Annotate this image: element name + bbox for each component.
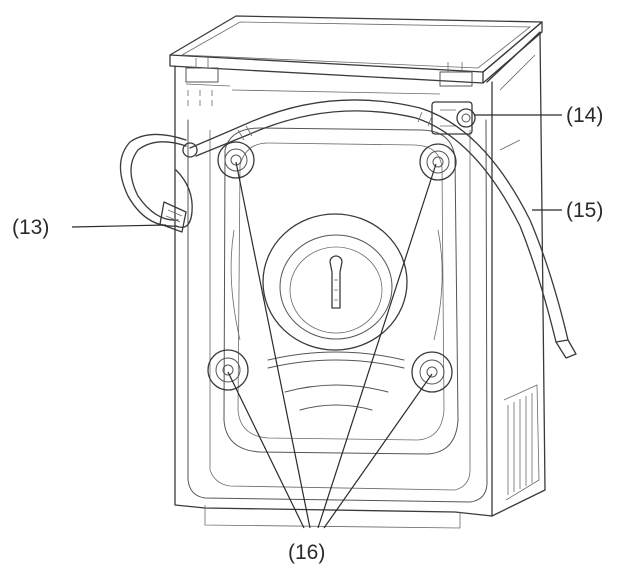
washing-machine-body (169, 15, 546, 529)
side-panel (486, 31, 546, 517)
leader-16d (323, 373, 433, 529)
transport-bolt-lower-left (207, 349, 249, 391)
callout-13: (13) (12, 216, 49, 239)
callout-15: (15) (566, 199, 603, 222)
drain-hose (182, 99, 577, 359)
callout-16: (16) (288, 541, 325, 564)
transport-bolt-lower-right (411, 351, 453, 393)
leader-13 (71, 224, 167, 228)
water-inlet-valve (431, 101, 476, 135)
leader-16a (235, 161, 311, 529)
leader-lines (71, 114, 562, 529)
transport-bolt-upper-right (419, 143, 457, 181)
rear-panel (174, 65, 493, 517)
leader-16b (317, 163, 437, 529)
callout-14: (14) (566, 104, 603, 127)
leader-16c (227, 371, 305, 529)
power-cable (119, 133, 193, 233)
transport-bolt-upper-left (217, 141, 255, 179)
